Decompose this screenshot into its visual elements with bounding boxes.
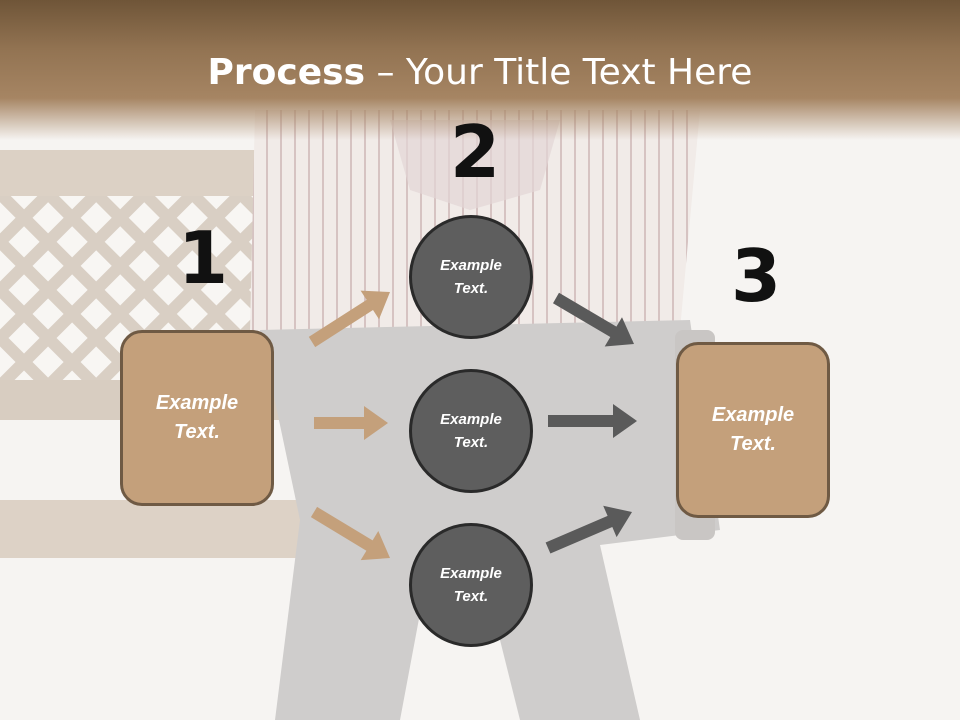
step-3-box: Example Text. [676,342,830,518]
arrow-box1-to-top [308,290,390,348]
step-2-circle-top: Example Text. [409,215,533,339]
step-number-1: 1 [178,216,229,300]
arrow-box1-to-middle [314,406,388,440]
arrow-bottom-to-box3 [545,505,632,554]
step-2-circle-middle: Example Text. [409,369,533,493]
step-2-item-2-text: Example Text. [440,411,502,451]
step-number-3: 3 [731,234,782,318]
step-3-text: Example Text. [711,404,795,455]
title-bar [0,0,960,140]
page-title: Process – Your Title Text Here [0,52,960,93]
title-bold: Process [207,52,366,93]
step-2-item-1-text: Example Text. [440,257,502,297]
step-1-text: Example Text. [155,392,239,443]
title-rest: – Your Title Text Here [365,52,753,93]
arrow-top-to-box3 [553,292,634,347]
step-number-2: 2 [450,110,501,194]
step-2-item-3-text: Example Text. [440,565,502,605]
arrow-box1-to-bottom [310,506,390,561]
arrow-middle-to-box3 [548,404,637,438]
step-2-circle-bottom: Example Text. [409,523,533,647]
step-1-box: Example Text. [120,330,274,506]
